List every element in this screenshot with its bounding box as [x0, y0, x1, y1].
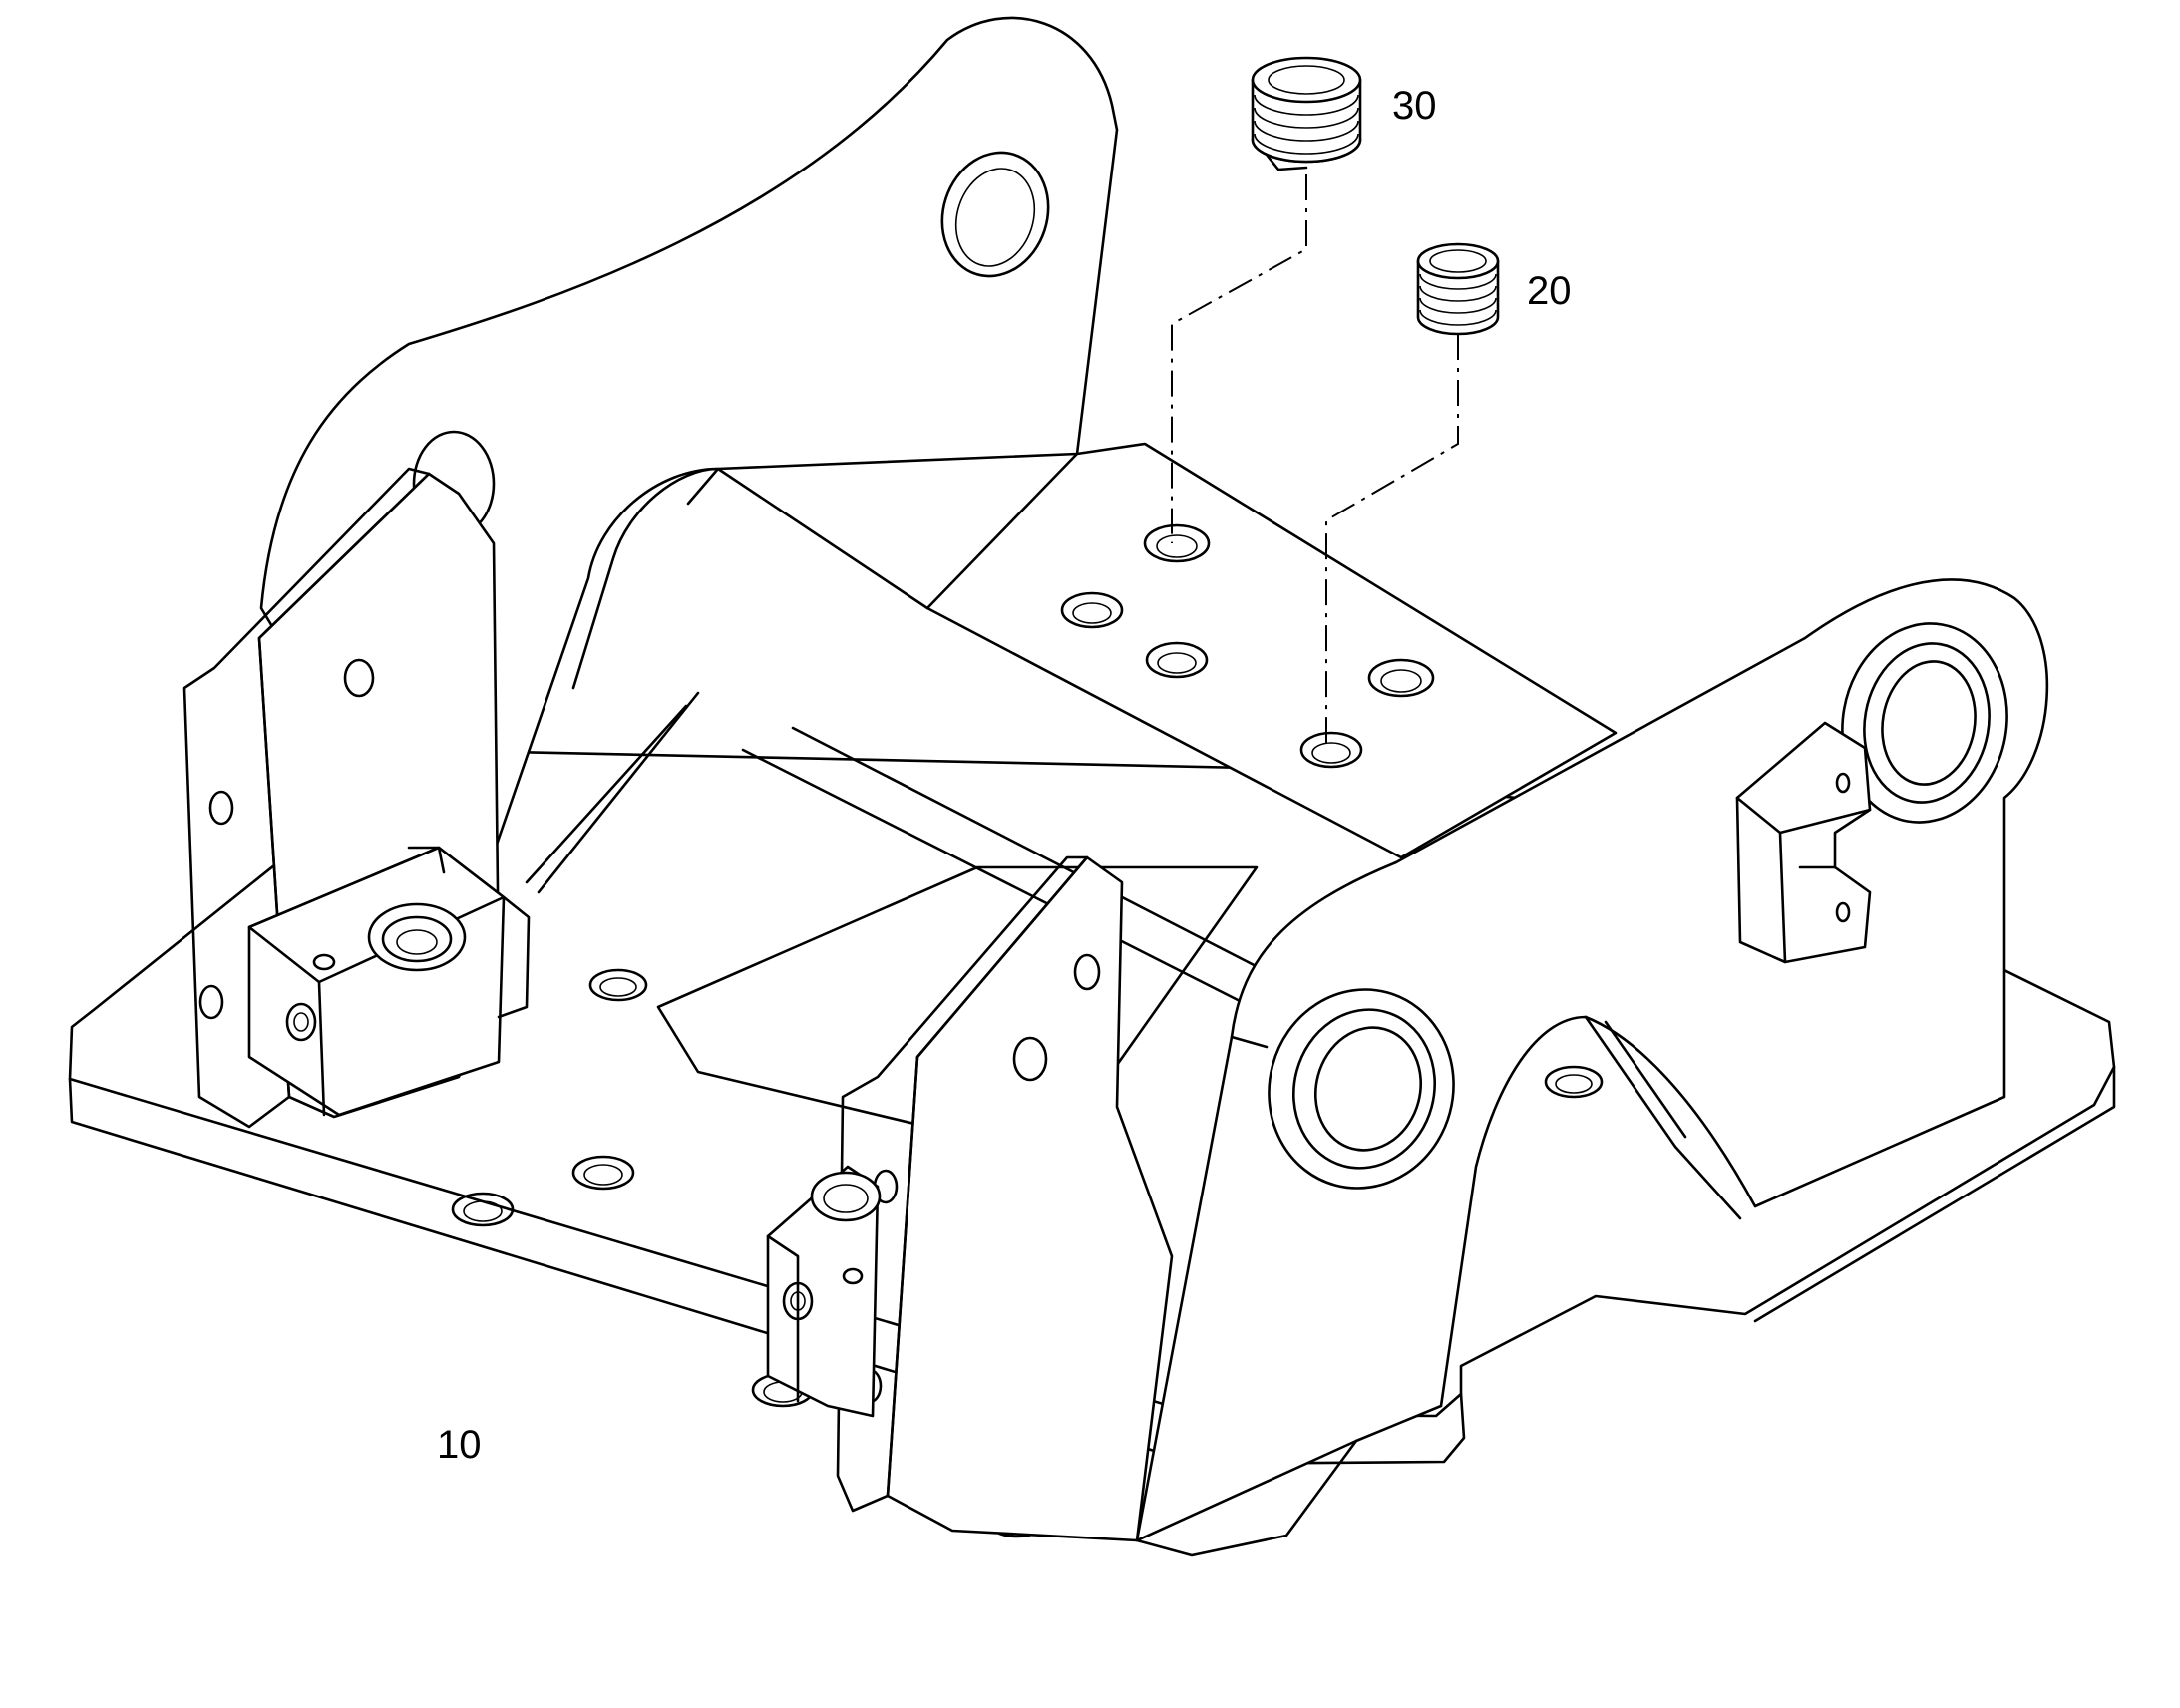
hook-clamp: [1735, 721, 1872, 964]
thread-insert-20: [1416, 242, 1500, 336]
upper-frame: [686, 442, 1618, 1009]
callout-20-label: 20: [1527, 269, 1572, 313]
right-hinge-plate: [836, 855, 1174, 1542]
beam-holes: [1060, 523, 1435, 769]
callout-30-label: 30: [1392, 84, 1437, 128]
thread-insert-30: [1251, 56, 1362, 171]
callout-10-label: 10: [437, 1423, 482, 1467]
right-locking-block: [766, 1165, 882, 1418]
assembly-lines: [1171, 174, 1459, 750]
left-locking-block: [247, 846, 531, 1117]
